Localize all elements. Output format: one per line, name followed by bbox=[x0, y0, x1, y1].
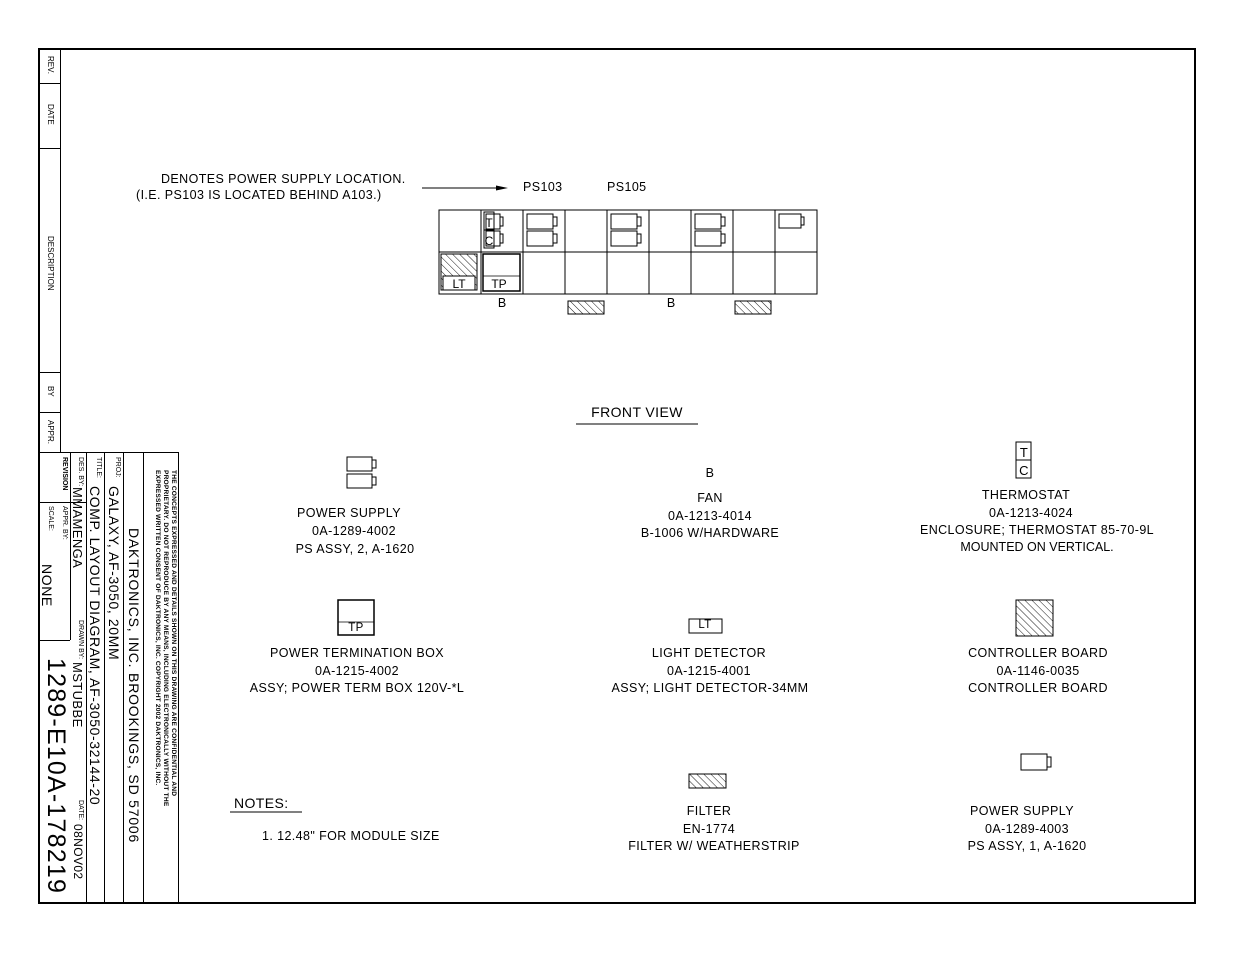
ps1-part: 0A-1289-4003 bbox=[984, 822, 1070, 836]
date-row-line bbox=[38, 148, 60, 149]
title-col-4 bbox=[86, 452, 87, 904]
power-term-box-name: POWER TERMINATION BOX bbox=[270, 646, 444, 660]
thermostat-symbol-t: T bbox=[1019, 445, 1029, 460]
description-row-line bbox=[38, 372, 60, 373]
callout-line-2: (I.E. PS103 IS LOCATED BEHIND A103.) bbox=[136, 188, 382, 202]
thermostat-symbol-c: C bbox=[1019, 463, 1029, 478]
fan-symbol: B bbox=[705, 466, 715, 480]
note-item-1: 1. 12.48" FOR MODULE SIZE bbox=[262, 829, 440, 843]
callout-line-1: DENOTES POWER SUPPLY LOCATION. bbox=[161, 172, 406, 186]
thermostat-name: THERMOSTAT bbox=[981, 488, 1071, 502]
grid-power-supply-double-4 bbox=[694, 213, 726, 247]
revision-row-line bbox=[38, 502, 86, 503]
ps2-part: 0A-1289-4002 bbox=[311, 524, 397, 538]
grid-light-detector bbox=[442, 275, 476, 291]
power-term-box-symbol: TP bbox=[348, 622, 364, 634]
grid-fan-b-2: B bbox=[667, 296, 675, 310]
grid-thermostat-c: C bbox=[485, 234, 494, 248]
callout-arrow bbox=[422, 185, 508, 191]
grid-power-supply-double-2 bbox=[526, 213, 558, 247]
title-col-3 bbox=[104, 452, 105, 904]
scale-row-line bbox=[38, 640, 70, 641]
grid-filter-2 bbox=[734, 300, 772, 315]
filter-desc: FILTER W/ WEATHERSTRIP bbox=[628, 839, 800, 853]
grid-thermostat bbox=[483, 211, 495, 249]
grid-fan-b-1: B bbox=[498, 296, 506, 310]
ps2-desc: PS ASSY, 2, A-1620 bbox=[295, 542, 415, 556]
rev-row-line bbox=[38, 83, 60, 84]
thermostat-note: MOUNTED ON VERTICAL. bbox=[960, 540, 1114, 554]
grid-power-supply-double-3 bbox=[610, 213, 642, 247]
grid-lt-label: LT bbox=[452, 277, 466, 291]
grid-power-termination-box bbox=[482, 253, 521, 292]
ps105-label: PS105 bbox=[607, 180, 647, 194]
fan-desc: B-1006 W/HARDWARE bbox=[640, 526, 780, 540]
controller-board-part: 0A-1146-0035 bbox=[996, 664, 1080, 678]
ps1-name: POWER SUPPLY bbox=[970, 804, 1074, 818]
controller-board-desc: CONTROLLER BOARD bbox=[968, 681, 1108, 695]
grid-power-supply-double-1 bbox=[485, 213, 504, 247]
title-col-1 bbox=[143, 452, 144, 904]
power-term-box-desc: ASSY; POWER TERM BOX 120V-*L bbox=[249, 681, 465, 695]
light-detector-name: LIGHT DETECTOR bbox=[651, 646, 767, 660]
filter-name: FILTER bbox=[686, 804, 732, 818]
fan-part: 0A-1213-4014 bbox=[667, 509, 753, 523]
grid-power-supply-single bbox=[778, 213, 805, 229]
thermostat-desc: ENCLOSURE; THERMOSTAT 85-70-9L bbox=[919, 523, 1155, 537]
ps2-name: POWER SUPPLY bbox=[297, 506, 401, 520]
legend-controller-board-icon bbox=[1015, 599, 1054, 637]
legend-thermostat-icon bbox=[1015, 441, 1032, 479]
revision-strip-divider bbox=[60, 48, 61, 452]
grid-tp-label: TP bbox=[491, 277, 506, 291]
light-detector-part: 0A-1215-4001 bbox=[666, 664, 752, 678]
title-block-top bbox=[38, 452, 179, 453]
thermostat-part: 0A-1213-4024 bbox=[988, 506, 1074, 520]
title-col-2 bbox=[123, 452, 124, 904]
light-detector-desc: ASSY; LIGHT DETECTOR-34MM bbox=[611, 681, 809, 695]
legend-light-detector-icon bbox=[688, 618, 723, 634]
power-term-box-part: 0A-1215-4002 bbox=[314, 664, 400, 678]
legend-power-supply-single-icon bbox=[1020, 753, 1052, 771]
appr-col bbox=[70, 502, 71, 640]
by-row-line bbox=[38, 412, 60, 413]
grid-filter-1 bbox=[567, 300, 605, 315]
module-grid bbox=[438, 209, 818, 295]
notes-heading: NOTES: bbox=[234, 795, 289, 811]
title-block-right bbox=[178, 452, 179, 904]
grid-thermostat-t: T bbox=[485, 216, 493, 230]
filter-part: EN-1774 bbox=[682, 822, 736, 836]
title-col-5 bbox=[70, 452, 71, 502]
drawing-border bbox=[38, 48, 1196, 904]
legend-power-term-box-icon bbox=[337, 599, 375, 636]
legend-power-supply-double-icon bbox=[346, 456, 377, 489]
controller-board-name: CONTROLLER BOARD bbox=[968, 646, 1108, 660]
fan-name: FAN bbox=[697, 491, 723, 505]
legend-filter-icon bbox=[688, 773, 727, 789]
ps1-desc: PS ASSY, 1, A-1620 bbox=[967, 839, 1087, 853]
ps103-label: PS103 bbox=[523, 180, 563, 194]
light-detector-symbol: LT bbox=[698, 619, 712, 631]
front-view-label: FRONT VIEW bbox=[591, 404, 683, 420]
